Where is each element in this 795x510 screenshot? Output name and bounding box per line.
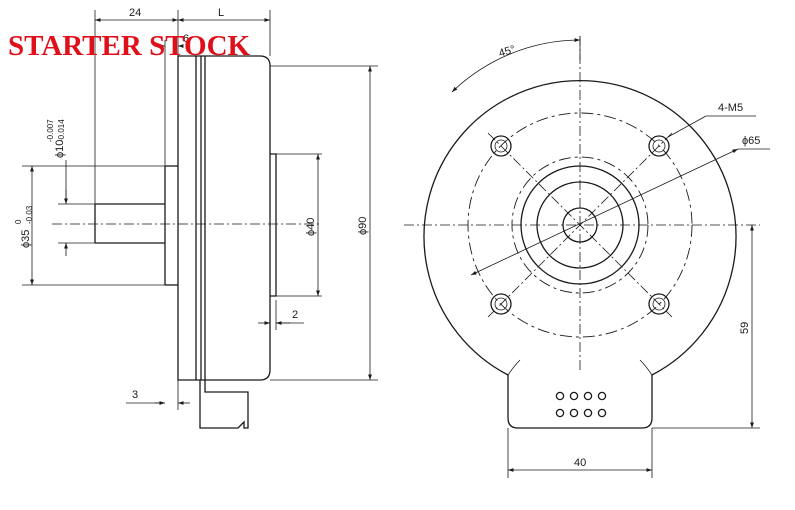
holes-callout: 4-M5	[667, 102, 756, 138]
dim-24-label: 24	[129, 7, 141, 19]
dim-phi65-label: ϕ65	[742, 135, 760, 147]
dim-phi10-tol-upper: -0.007	[46, 119, 55, 142]
flange-boss	[164, 165, 178, 286]
dim-phi35-label: ϕ35	[20, 230, 32, 248]
shaft	[94, 203, 165, 244]
dim-40-label: 40	[574, 457, 586, 469]
dim-phi10-label: ϕ10	[54, 140, 66, 158]
dim-phi65: ϕ65	[470, 135, 770, 276]
dim-40: 40	[507, 428, 653, 478]
dim-phi10-tol-lower: -0.014	[57, 119, 66, 142]
connector	[199, 380, 249, 429]
watermark-text: STARTER STOCK	[8, 30, 251, 62]
dim-2: 2	[258, 300, 304, 330]
front-view: 45° 4-M5 ϕ65 59 40	[404, 36, 770, 478]
dim-6-label: 6	[183, 33, 189, 45]
dim-phi40: ϕ40	[276, 153, 322, 297]
dim-3-label: 3	[132, 389, 138, 401]
angle-45-label: 45°	[497, 44, 516, 60]
side-view: 24 L 6 ϕ10 -0.007 -0.014 ϕ	[14, 7, 378, 429]
holes-label: 4-M5	[718, 102, 743, 114]
dim-L-label: L	[218, 7, 224, 19]
dim-45-angle: 45°	[451, 36, 581, 93]
motor-body	[177, 55, 271, 381]
dim-phi40-label: ϕ40	[305, 218, 317, 236]
dim-phi35-tol-lower: -0.03	[25, 205, 34, 224]
rear-hub	[270, 153, 277, 297]
dim-59: 59	[652, 225, 760, 429]
dim-59-label: 59	[739, 322, 751, 334]
dim-phi35-tol-upper: 0	[14, 219, 23, 224]
dim-3: 3	[126, 380, 190, 410]
dim-2-label: 2	[292, 309, 298, 321]
dim-phi90: ϕ90	[270, 65, 378, 381]
dim-phi90-label: ϕ90	[357, 217, 369, 235]
connector-pins	[555, 391, 607, 418]
dim-top: 24 L 6	[94, 7, 271, 204]
dim-phi10: ϕ10 -0.007 -0.014	[46, 119, 95, 256]
dim-phi35: ϕ35 0 -0.03	[14, 165, 165, 286]
